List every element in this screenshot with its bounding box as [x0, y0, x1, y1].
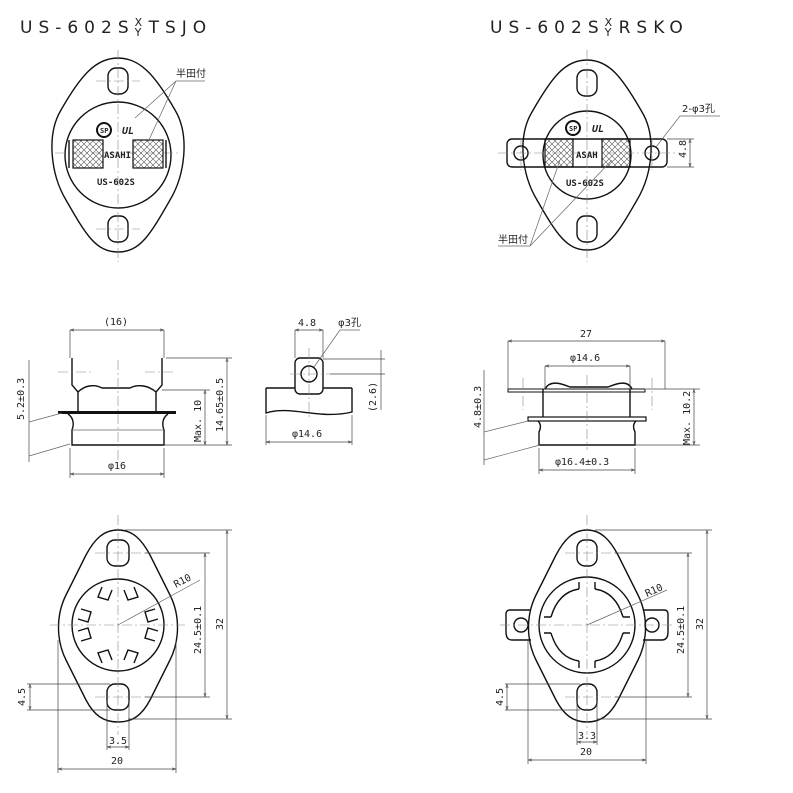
left-bottom-view: R10 24.5±0.1 32 4.5 3.5 20: [17, 515, 232, 773]
terminal-detail-view: 4.8 φ3孔 (2.6) φ14.6: [265, 317, 385, 445]
radius-dim: R10: [644, 582, 665, 599]
left-top-view: SP UL ASAHI US-602S 半田付: [51, 50, 206, 262]
max-height-dim: Max. 10.2: [682, 391, 693, 445]
svg-text:SP: SP: [100, 127, 108, 135]
hole-pitch-dim: 24.5±0.1: [193, 606, 204, 654]
cap-diameter-dim: φ14.6: [570, 353, 600, 364]
title-prefix: US-602S: [20, 18, 135, 38]
radius-dim: R10: [172, 572, 193, 590]
solder-label: 半田付: [176, 67, 206, 80]
body-diameter-dim: φ16.4±0.3: [555, 457, 609, 468]
slot-length-dim: 4.5: [17, 688, 28, 706]
hole-label: 2-φ3孔: [682, 103, 715, 115]
model-text: US-602S: [97, 178, 135, 188]
title-suffix: RSKO: [618, 18, 689, 38]
flange-height-dim: 4.8±0.3: [473, 386, 484, 428]
hole-offset-dim: (2.6): [368, 382, 379, 412]
csa-mark-icon: [96, 122, 112, 138]
slot-length-dim: 4.5: [495, 688, 506, 706]
tab-width-dim: 4.8: [298, 318, 316, 329]
ul-mark-icon: UL: [592, 124, 604, 135]
cap-diameter-dim: φ14.6: [292, 429, 322, 440]
brand-text: ASAH: [576, 151, 598, 161]
title-suffix: TSJO: [148, 18, 213, 38]
body-diameter-dim: φ16: [108, 461, 126, 472]
svg-text:SP: SP: [569, 125, 577, 133]
hole-dim: φ3孔: [338, 317, 361, 329]
hole-pitch-dim: 24.5±0.1: [676, 606, 687, 654]
title-prefix: US-602S: [490, 18, 605, 38]
tab-span-dim: 27: [580, 329, 592, 340]
total-height-dim: 14.65±0.5: [215, 378, 226, 432]
right-top-view: SP UL ASAH US-602S 2-φ3孔 4.8 半田付: [498, 50, 720, 262]
model-text: US-602S: [566, 179, 604, 189]
total-width-dim: 20: [580, 747, 592, 758]
total-length-dim: 32: [215, 618, 226, 630]
brand-text: ASAHI: [104, 151, 131, 161]
total-length-dim: 32: [695, 618, 706, 630]
solder-pad-left: [72, 139, 104, 169]
solder-label: 半田付: [498, 233, 528, 246]
variant-y: Y: [134, 26, 148, 39]
max-height-dim: Max. 10: [193, 400, 204, 442]
csa-mark-icon: [565, 120, 581, 136]
variant-x: X: [134, 16, 149, 29]
total-width-dim: 20: [111, 756, 123, 767]
slot-width-dim: 3.5: [109, 736, 127, 747]
right-bottom-view: R10 24.5±0.1 32 4.5 3.3 20: [495, 515, 712, 764]
flange-height-dim: 5.2±0.3: [16, 378, 27, 420]
variant-x: X: [604, 16, 619, 29]
solder-pad-right: [132, 139, 164, 169]
ul-mark-icon: UL: [122, 126, 134, 137]
terminal-width-dim: (16): [104, 317, 128, 328]
variant-y: Y: [604, 26, 618, 39]
left-side-view: (16) φ16 5.2±0.3 Max. 10 14.65±0.5: [16, 317, 232, 478]
tab-width-dim: 4.8: [678, 140, 689, 158]
slot-width-dim: 3.3: [578, 731, 596, 742]
right-side-view: 27 φ14.6 φ16.4±0.3 4.8±0.3 Max. 10.2: [473, 329, 700, 474]
